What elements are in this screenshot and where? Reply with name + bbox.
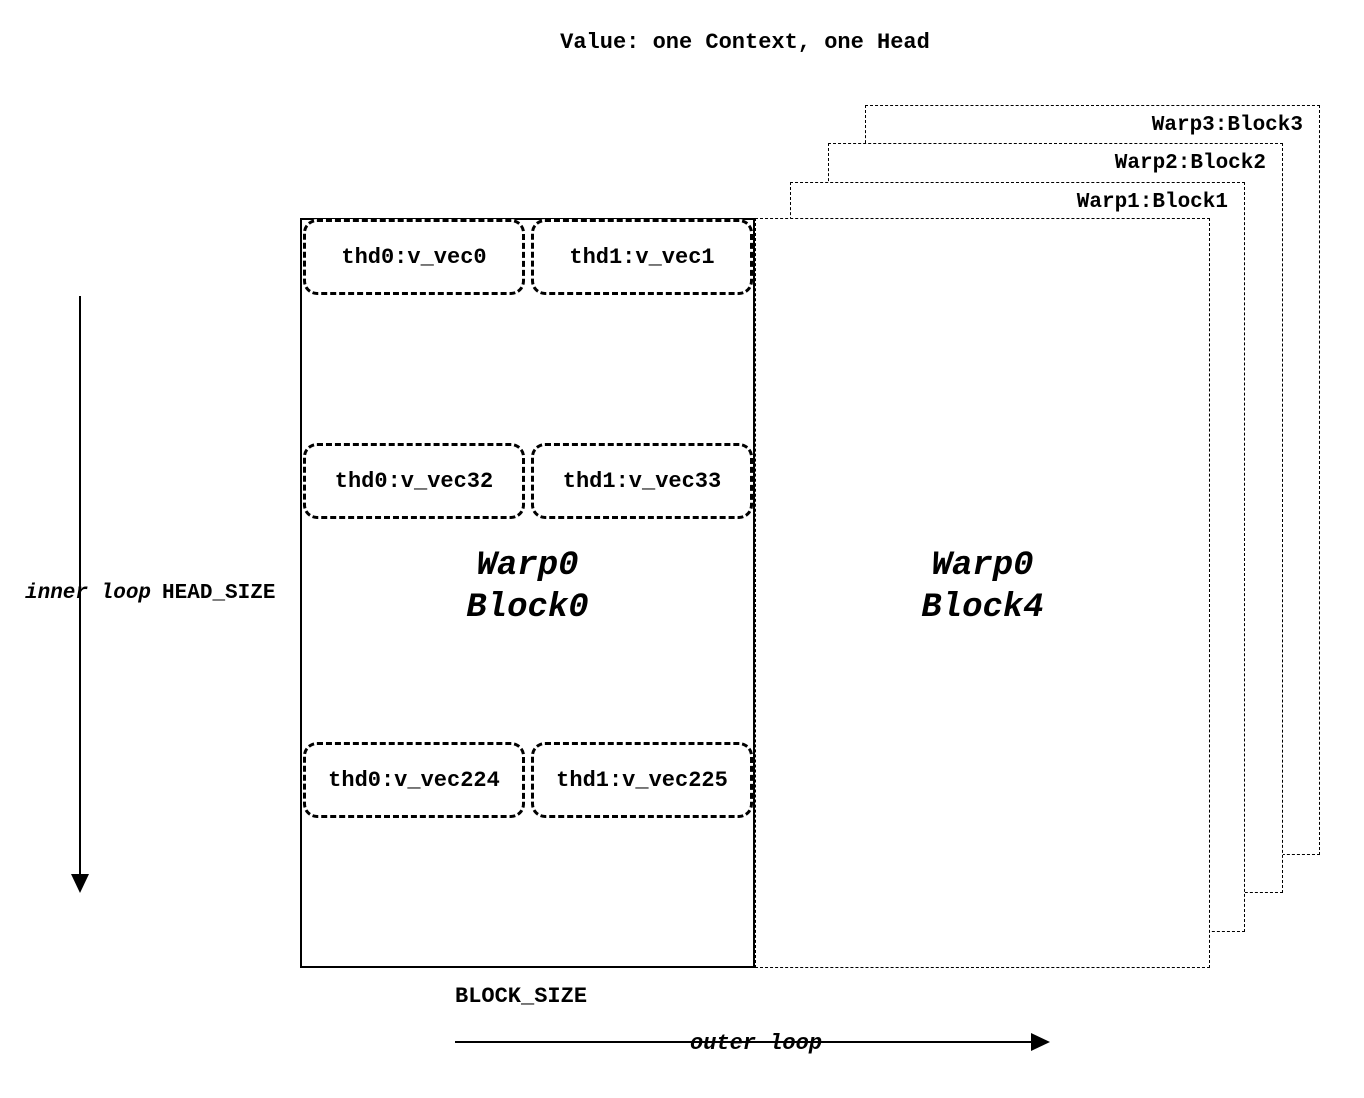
inner-loop-text: inner loop [25, 582, 152, 605]
thread-box-vec1: thd1:v_vec1 [531, 219, 753, 295]
thread-box-vec32: thd0:v_vec32 [303, 443, 525, 519]
outer-loop-label: outer loop [690, 1031, 823, 1056]
thread-box-vec1-label: thd1:v_vec1 [569, 244, 715, 270]
thread-box-vec224-label: thd0:v_vec224 [328, 767, 500, 793]
inner-loop-label: inner loop HEAD_SIZE [25, 582, 275, 605]
thread-box-vec33: thd1:v_vec33 [531, 443, 753, 519]
block0-warp-line2: Block0 [466, 589, 589, 627]
block-warp2-label: Warp2:Block2 [1114, 152, 1266, 175]
outer-loop-arrow-line [455, 1041, 1033, 1043]
block0-warp-line1: Warp0 [476, 547, 579, 585]
thread-box-vec32-label: thd0:v_vec32 [334, 468, 494, 494]
block-size-label: BLOCK_SIZE [455, 984, 588, 1009]
thread-box-vec33-label: thd1:v_vec33 [562, 468, 722, 494]
block4-warp-label: Warp0 Block4 [755, 545, 1210, 629]
block-warp0-block0 [300, 218, 755, 968]
block-warp1-label: Warp1:Block1 [1076, 191, 1228, 214]
block4-warp-line2: Block4 [921, 589, 1044, 627]
block-warp3-label: Warp3:Block3 [1151, 114, 1303, 137]
thread-box-vec0-label: thd0:v_vec0 [341, 244, 487, 270]
thread-box-vec224: thd0:v_vec224 [303, 742, 525, 818]
outer-loop-arrowhead-icon [1031, 1033, 1050, 1051]
block-warp0-block4 [755, 218, 1210, 968]
inner-loop-arrow-line [79, 296, 81, 876]
thread-box-vec225: thd1:v_vec225 [531, 742, 753, 818]
inner-loop-arrowhead-icon [71, 874, 89, 893]
thread-box-vec0: thd0:v_vec0 [303, 219, 525, 295]
thread-box-vec225-label: thd1:v_vec225 [556, 767, 728, 793]
diagram-title: Value: one Context, one Head [560, 30, 930, 55]
block4-warp-line1: Warp0 [931, 547, 1034, 585]
head-size-text: HEAD_SIZE [162, 582, 276, 605]
block0-warp-label: Warp0 Block0 [300, 545, 755, 629]
